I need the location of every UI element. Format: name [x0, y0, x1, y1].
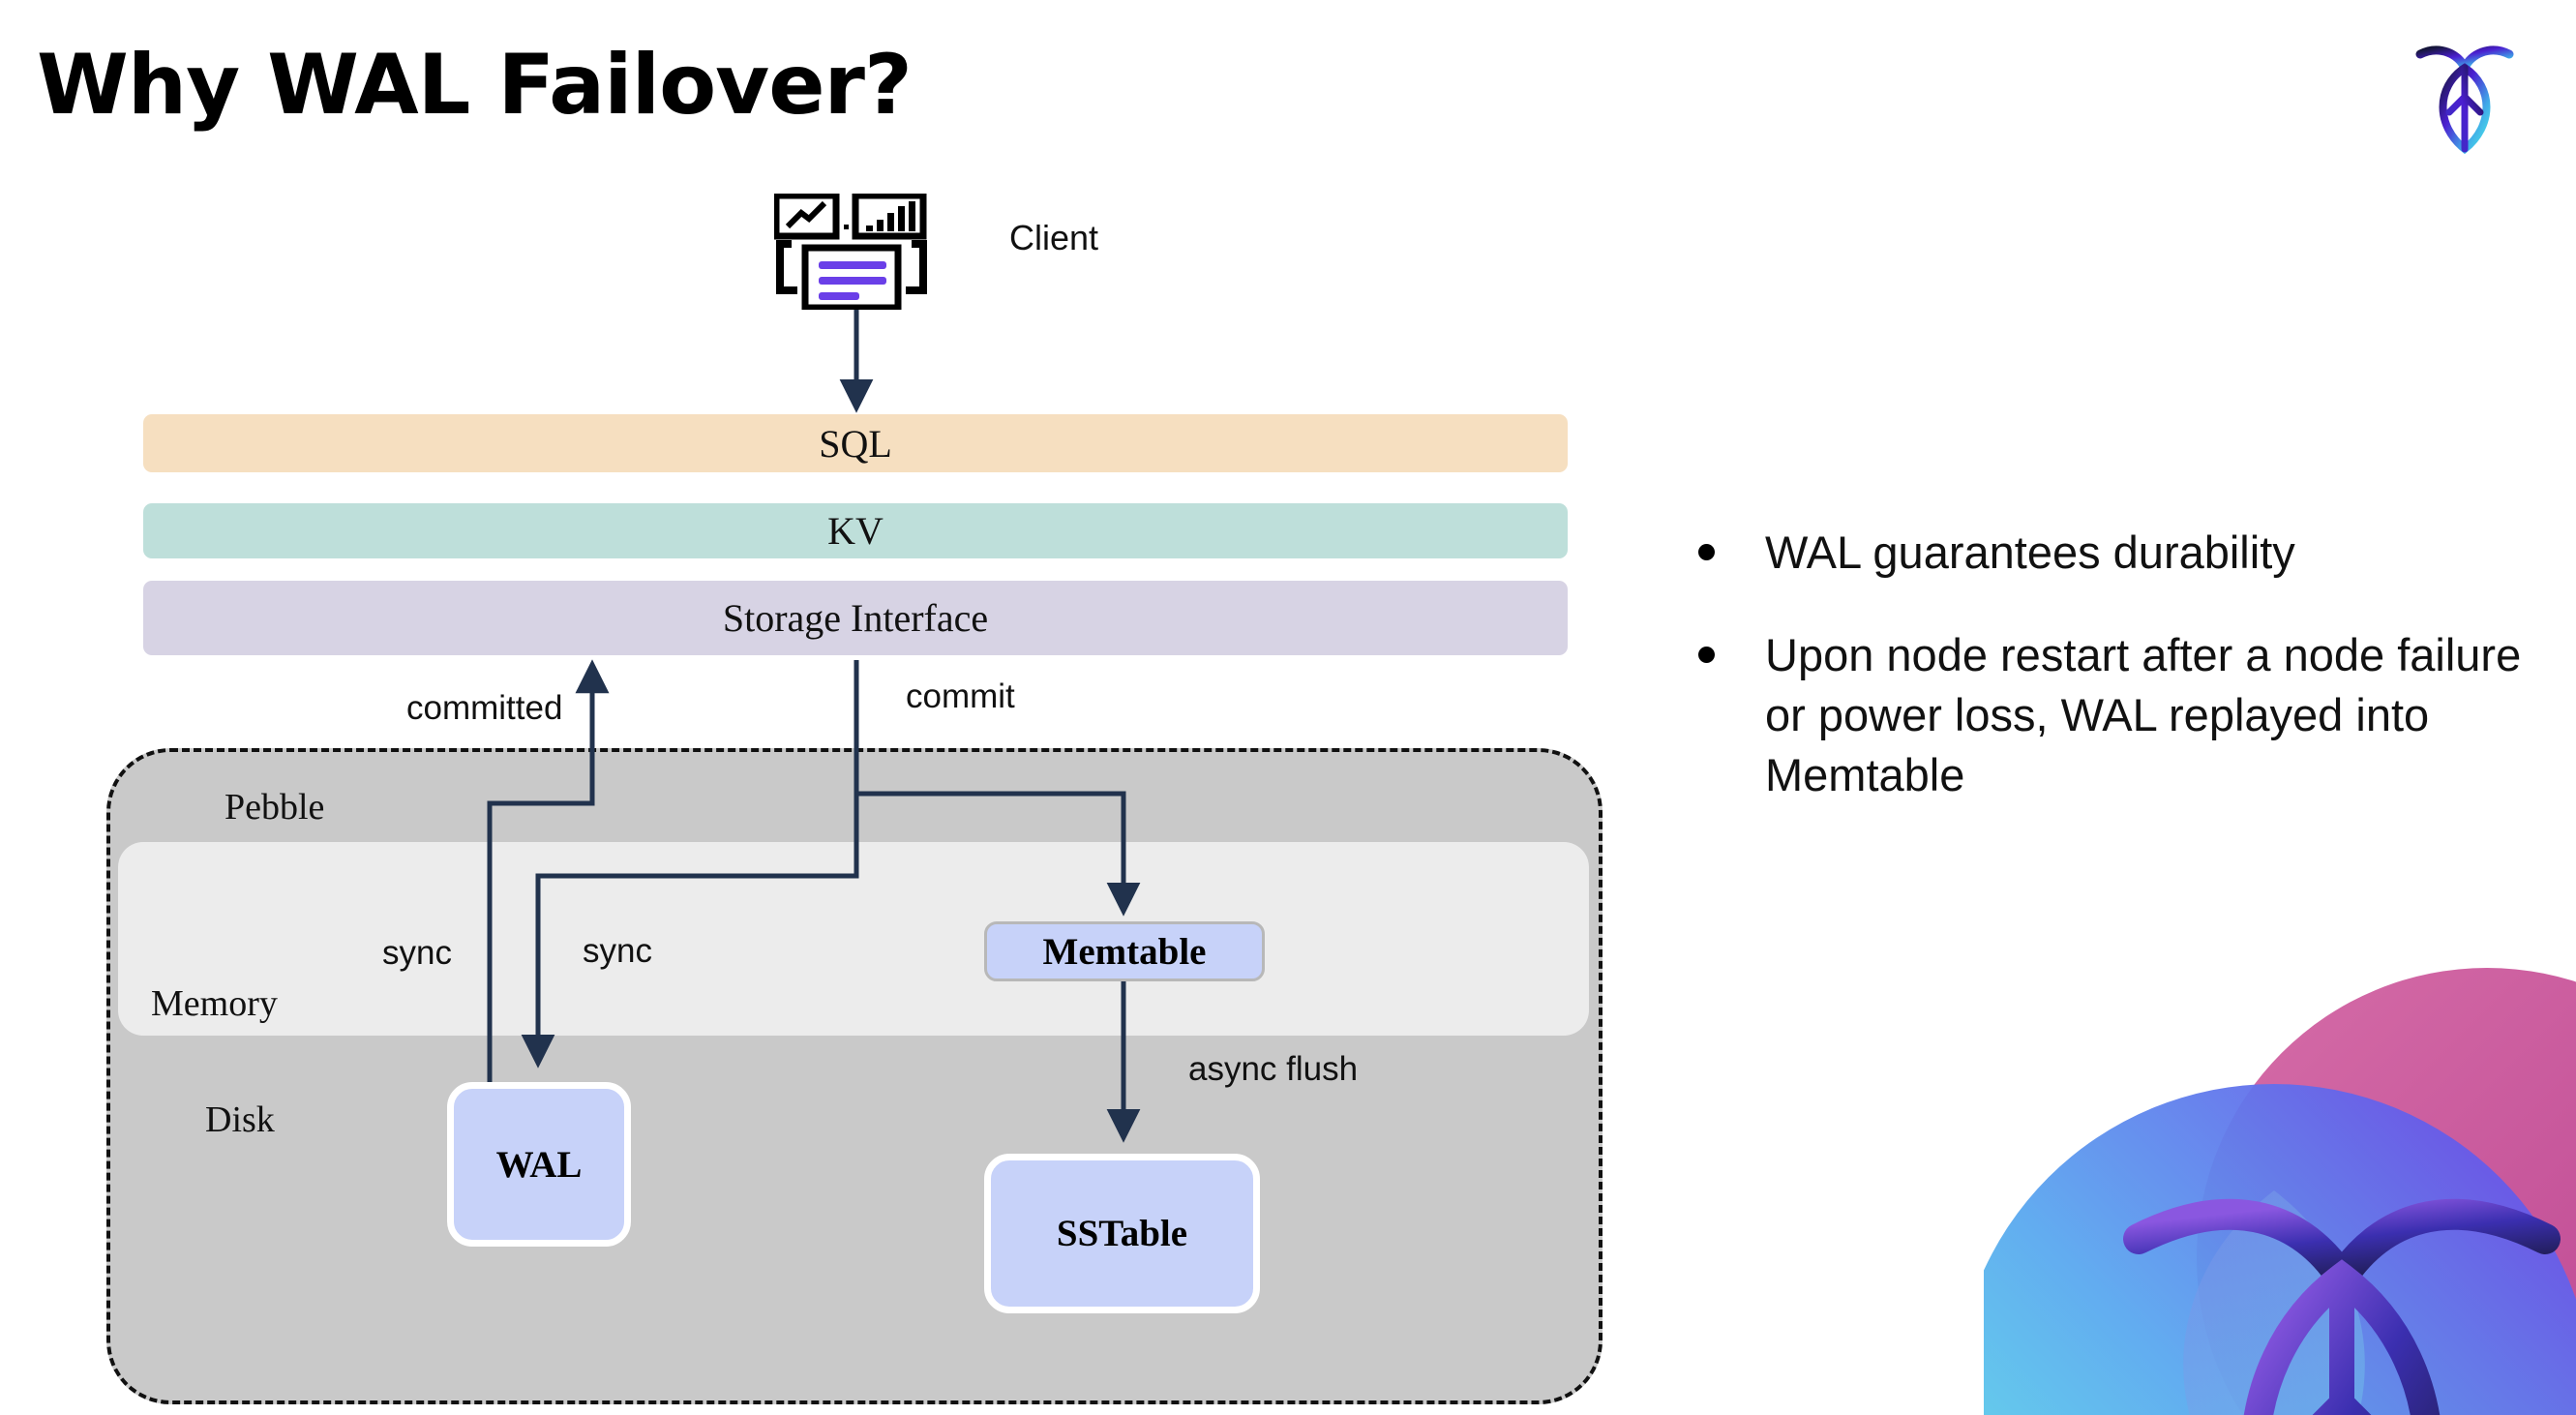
edge-label-commit: commit — [906, 677, 1015, 715]
memory-region — [118, 842, 1589, 1036]
bullet-dot-icon — [1698, 647, 1715, 664]
client-dashboard-icon — [774, 194, 927, 310]
node-sstable: SSTable — [984, 1154, 1260, 1313]
node-memtable: Memtable — [984, 921, 1265, 981]
disk-label: Disk — [205, 1099, 275, 1140]
list-item: Upon node restart after a node failure o… — [1698, 625, 2531, 805]
edge-label-async-flush: async flush — [1188, 1050, 1359, 1088]
layer-bar-sql: SQL — [143, 414, 1568, 472]
node-wal: WAL — [447, 1082, 631, 1247]
layer-label-sql: SQL — [819, 421, 892, 466]
pebble-label: Pebble — [225, 787, 325, 828]
cockroachdb-logo — [2415, 45, 2514, 154]
layer-bar-kv: KV — [143, 503, 1568, 558]
edge-label-sync-2: sync — [583, 932, 652, 970]
node-label-memtable: Memtable — [1042, 930, 1207, 973]
client-label: Client — [1009, 218, 1099, 257]
layer-label-storage-interface: Storage Interface — [722, 596, 989, 640]
layer-bar-storage-interface: Storage Interface — [143, 581, 1568, 655]
edge-label-committed: committed — [406, 689, 563, 727]
decorative-brand-artwork — [1984, 968, 2576, 1415]
bullet-text: WAL guarantees durability — [1765, 527, 2295, 578]
layer-label-kv: KV — [827, 509, 884, 553]
page-title: Why WAL Failover? — [37, 37, 913, 134]
edge-label-sync-1: sync — [382, 934, 452, 972]
list-item: WAL guarantees durability — [1698, 523, 2531, 583]
node-label-wal: WAL — [495, 1143, 583, 1186]
bullet-list: WAL guarantees durability Upon node rest… — [1698, 523, 2531, 848]
memory-label: Memory — [151, 983, 278, 1024]
bullet-text: Upon node restart after a node failure o… — [1765, 629, 2522, 801]
bullet-dot-icon — [1698, 544, 1715, 560]
node-label-sstable: SSTable — [1056, 1213, 1188, 1254]
